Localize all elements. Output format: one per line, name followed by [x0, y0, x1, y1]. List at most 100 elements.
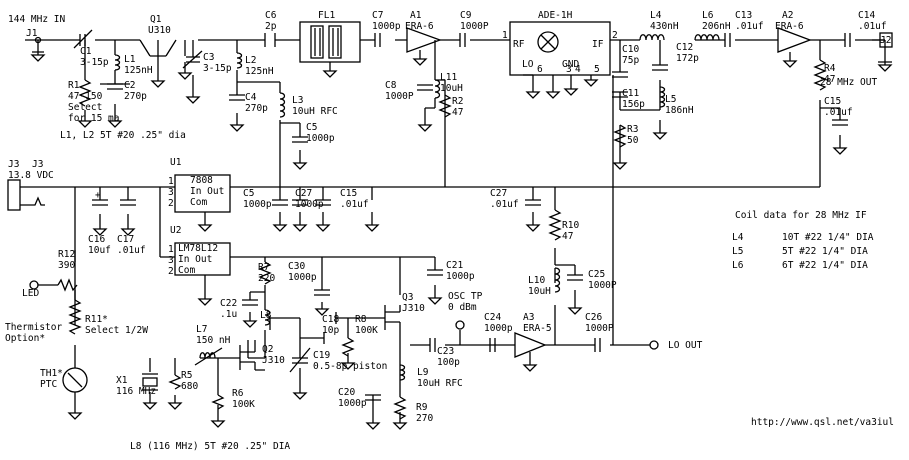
- r8-label-line: R8: [355, 314, 367, 325]
- c10-label-line: 75p: [622, 55, 639, 66]
- osc-test-point: [455, 320, 465, 330]
- l11-label-line: 10uH: [440, 83, 463, 94]
- u1body-label-line: In Out: [190, 186, 224, 197]
- mixer-pin6: 6: [537, 64, 543, 75]
- r1-resistor: [78, 79, 92, 107]
- c22-label-line: .1u: [220, 309, 237, 320]
- l7-label-line: 150 nH: [196, 335, 231, 346]
- r11-label-line: R11*: [85, 314, 108, 325]
- ground-icon: [612, 160, 628, 170]
- j3-label-line: J3: [8, 159, 19, 170]
- ground-icon: [120, 226, 136, 236]
- c15b-label-line: .01uf: [340, 199, 369, 210]
- r6-label-line: R6: [232, 388, 244, 399]
- c3-trimmer: [182, 50, 203, 69]
- led-label-line: LED: [22, 288, 39, 299]
- l3-label-line: 10uH RFC: [292, 106, 338, 117]
- l8-inductor: [264, 309, 271, 326]
- u2pins-label-line: 3: [168, 255, 174, 266]
- a1-amplifier: [406, 27, 442, 53]
- u2-label: U2: [170, 225, 181, 236]
- coil4-label-line: L4: [732, 232, 744, 243]
- l1-label-line: L1: [124, 54, 136, 65]
- q2-label-line: J310: [262, 355, 285, 366]
- ground-icon: [417, 122, 433, 132]
- c27a-label-line: 1000p: [295, 199, 324, 210]
- c1-trimmer: [73, 29, 93, 49]
- ground-icon: [197, 222, 213, 232]
- th1-thermistor: [62, 367, 88, 393]
- c17-label: C17.01uf: [117, 234, 146, 256]
- c23-label-line: C23: [437, 346, 454, 357]
- c5-lower-cap: [272, 199, 288, 206]
- u1-label: U1: [170, 157, 182, 168]
- r8-resistor: [341, 337, 355, 357]
- c2-label-line: C2: [124, 80, 135, 91]
- coil4-label-line: 10T #22 1/4" DIA: [782, 232, 874, 243]
- ground-icon: [30, 52, 46, 62]
- r4-label-line: 47: [824, 74, 835, 85]
- l8-label: L8: [260, 310, 272, 321]
- url-label: http://www.qsl.net/va3iul: [751, 417, 894, 428]
- coil6-label-line: 6T #22 1/4" DIA: [782, 260, 868, 271]
- u2body-label-line: In Out: [178, 254, 212, 265]
- q3-jfet: [384, 305, 401, 330]
- c14-label: C14.01uf: [858, 10, 887, 32]
- c3-label-line: 3-15p: [203, 63, 232, 74]
- u1-regulator: [174, 174, 231, 213]
- c22-label: C22.1u: [220, 298, 237, 320]
- c11-label-line: C11: [622, 88, 639, 99]
- ground-icon: [340, 360, 356, 370]
- c12-label-line: C12: [676, 42, 693, 53]
- c13-cap: [724, 33, 731, 47]
- mixer-rf: RF: [513, 39, 525, 50]
- ground-icon: [782, 58, 798, 68]
- l4-label-line: 430nH: [650, 21, 679, 32]
- c27a-label-line: C27: [295, 188, 312, 199]
- c30-label-line: 1000p: [288, 272, 317, 283]
- ground-icon: [832, 145, 848, 155]
- a1-label: A1: [410, 10, 422, 21]
- c9-cap: [459, 33, 466, 47]
- c24-label-line: 1000p: [484, 323, 513, 334]
- a3-label-line: A3: [523, 312, 534, 323]
- ground-icon: [525, 222, 541, 232]
- c17-cap: [120, 199, 136, 206]
- r7-label-line: 220: [258, 273, 275, 284]
- c20-label-line: C20: [338, 387, 355, 398]
- c16-label-line: C16: [88, 234, 105, 245]
- u2body-label-line: Com: [178, 265, 195, 276]
- ground-icon: [167, 400, 183, 410]
- lo-out-terminal: [649, 340, 659, 350]
- c4-label-line: 270p: [245, 103, 268, 114]
- therm-label-line: Thermistor: [5, 322, 62, 333]
- u1pins-label-line: 3: [168, 187, 174, 198]
- a3-amplifier: [514, 332, 547, 362]
- c30-cap: [314, 289, 330, 296]
- c5b-label-line: 1000p: [243, 199, 272, 210]
- wires: [38, 39, 885, 420]
- l9-label-line: 10uH RFC: [417, 378, 463, 389]
- q1-part: U310: [148, 25, 171, 36]
